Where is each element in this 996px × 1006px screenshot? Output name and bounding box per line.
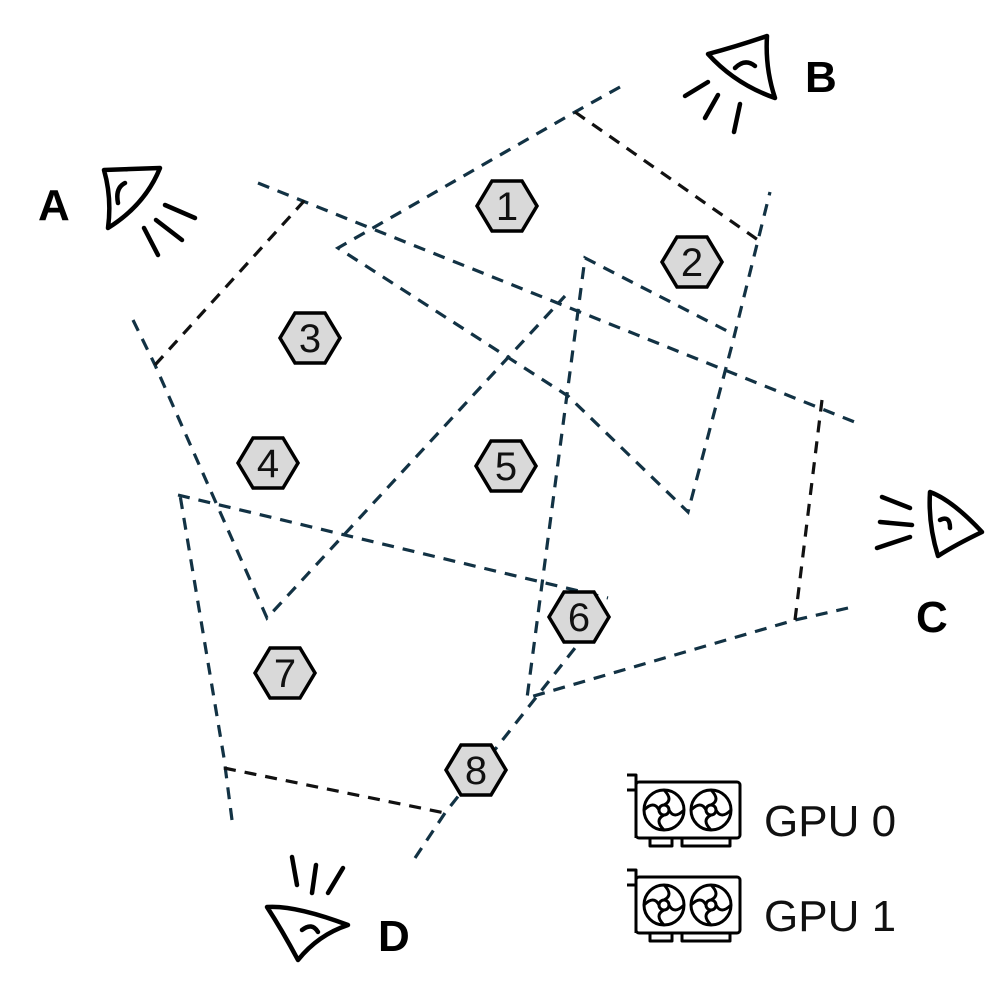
gpu-card-icon <box>627 868 742 943</box>
camera-c: C <box>874 489 985 642</box>
frustum-c <box>177 493 609 600</box>
eye-icon <box>874 489 985 559</box>
region-hexagon: 1 <box>474 179 540 233</box>
svg-text:4: 4 <box>257 442 279 486</box>
frustum-b-far <box>574 110 759 242</box>
camera-a: A <box>38 165 198 258</box>
region-hexagon: 8 <box>443 743 509 797</box>
frustum-a <box>257 181 863 427</box>
region-hexagons: 1 2 3 4 5 6 7 8 <box>235 179 725 797</box>
frustum-a-far <box>153 198 307 367</box>
region-hexagon: 7 <box>252 646 318 700</box>
svg-text:7: 7 <box>274 652 296 696</box>
legend-item-gpu-1: GPU 1 <box>627 868 896 943</box>
region-hexagon: 4 <box>235 436 301 490</box>
eye-icon <box>264 854 351 963</box>
frustum-c-far <box>793 399 824 621</box>
svg-text:1: 1 <box>496 185 518 229</box>
frustum-a <box>131 294 567 621</box>
region-hexagon: 2 <box>659 235 725 289</box>
frustum-b <box>334 85 772 516</box>
camera-d: D <box>264 854 410 963</box>
svg-text:2: 2 <box>681 241 703 285</box>
frustums <box>131 85 863 859</box>
gpu-legend: GPU 0 GPU 1 <box>627 773 896 943</box>
camera-b: B <box>682 33 837 135</box>
region-hexagon: 3 <box>277 311 343 365</box>
frustum-d <box>178 494 234 821</box>
svg-text:6: 6 <box>568 596 590 640</box>
camera-label: D <box>378 912 410 961</box>
legend-label: GPU 0 <box>764 797 896 846</box>
svg-text:5: 5 <box>495 445 517 489</box>
camera-label: B <box>805 53 837 102</box>
camera-label: A <box>38 181 70 230</box>
eye-icon <box>101 165 198 258</box>
gpu-card-icon <box>627 773 742 848</box>
region-hexagon: 5 <box>473 439 539 493</box>
eye-icon <box>682 33 778 135</box>
frustum-d <box>413 647 577 859</box>
svg-text:3: 3 <box>299 317 321 361</box>
svg-text:8: 8 <box>465 749 487 793</box>
region-hexagon: 6 <box>546 590 612 644</box>
legend-item-gpu-0: GPU 0 <box>627 773 896 848</box>
frustum-d-far <box>223 766 446 815</box>
camera-label: C <box>916 593 948 642</box>
legend-label: GPU 1 <box>764 892 896 941</box>
